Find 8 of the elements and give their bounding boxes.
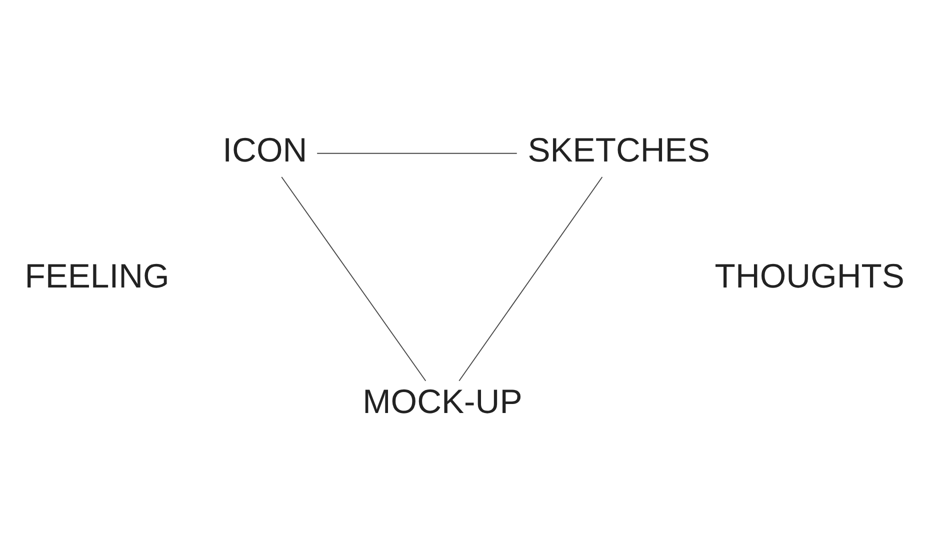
node-text: MOCK-UP (362, 382, 522, 420)
label: FEELING (24, 256, 170, 295)
label: THOUGHTS (714, 256, 904, 295)
node-text: SKETCHES (528, 131, 710, 170)
connector (316, 152, 518, 154)
connector (458, 176, 603, 381)
node-text: ICON (222, 131, 308, 170)
connector (281, 176, 426, 381)
